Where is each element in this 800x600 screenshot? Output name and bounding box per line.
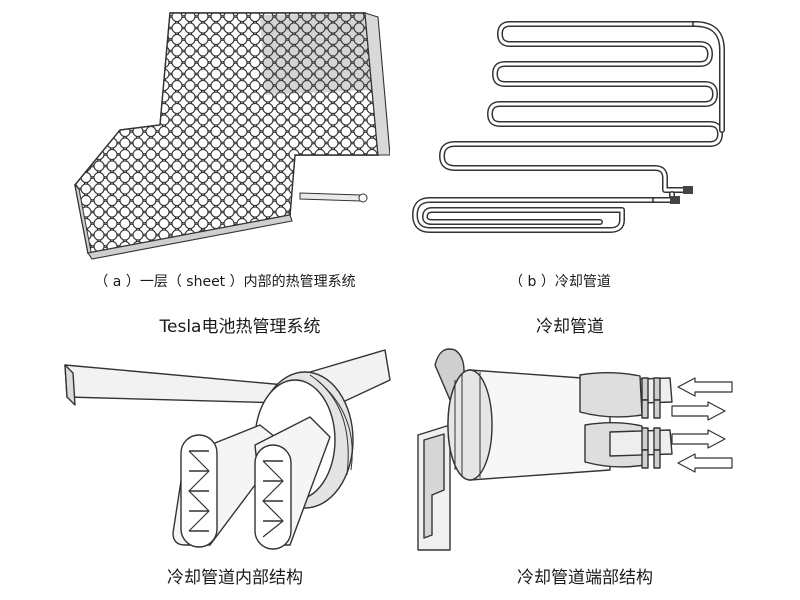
caption-a: （ a ）一层（ sheet ）内部的热管理系统 [94,274,356,290]
caption-b: （ b ）冷却管道 [509,274,611,290]
caption-tube-end: 冷却管道端部结构 [517,568,653,588]
left-section-title: Tesla电池热管理系统 [159,317,321,337]
right-section-title: 冷却管道 [536,317,604,337]
caption-tube-interior: 冷却管道内部结构 [167,568,303,588]
battery-sheet-illustration [60,5,390,260]
tube-interior-illustration [55,345,395,555]
tube-end-illustration [410,340,740,555]
cooling-tube-illustration [400,10,740,250]
